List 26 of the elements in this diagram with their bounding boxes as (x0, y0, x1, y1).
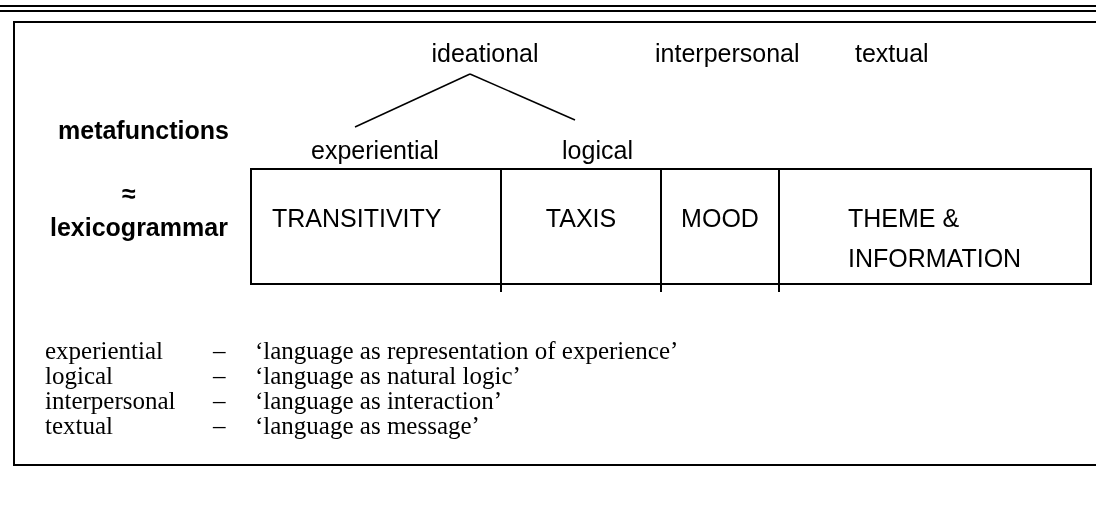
metafunction-label: textual (855, 38, 929, 68)
metafunction-label: interpersonal (655, 38, 800, 68)
definition-text: ‘language as message’ (255, 413, 480, 438)
tree-node-label: logical (535, 120, 660, 166)
dash-text: – (213, 413, 226, 438)
table-cell: THEME & INFORMATION (778, 168, 1092, 285)
dash-text: – (213, 338, 226, 363)
row-heading: ≈ (122, 178, 136, 208)
dash-text: – (213, 363, 226, 388)
tree-line (354, 73, 471, 128)
tree-node-label: ideational (410, 34, 560, 74)
term-text: experiential (45, 338, 163, 363)
term-text: logical (45, 363, 114, 388)
definition-text: ‘language as natural logic’ (255, 363, 521, 388)
tree-line (469, 73, 576, 121)
table-cell: TRANSITIVITY (250, 168, 502, 285)
row-heading: metafunctions (58, 115, 229, 145)
table-cell: TAXIS (500, 168, 662, 285)
term-text: interpersonal (45, 388, 176, 413)
row-heading: lexicogrammar (50, 212, 228, 242)
dash-text: – (213, 388, 226, 413)
definition-text: ‘language as representation of experience’ (255, 338, 679, 363)
table-cell: MOOD (660, 168, 780, 285)
definition-text: ‘language as interaction’ (255, 388, 503, 413)
term-text: textual (45, 413, 114, 438)
tree-node-label: experiential (290, 127, 460, 166)
